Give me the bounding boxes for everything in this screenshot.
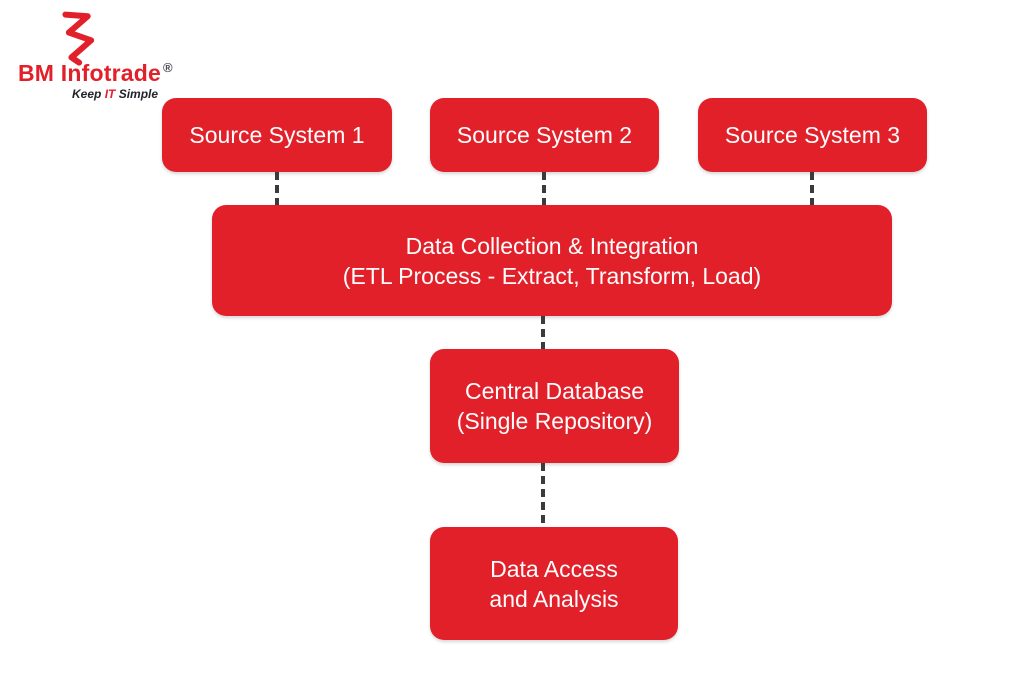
node-source-system-3: Source System 3 bbox=[698, 98, 927, 172]
tagline-keep: Keep bbox=[72, 87, 105, 101]
brand-text: BM Infotrade bbox=[18, 60, 161, 86]
tagline-it: IT bbox=[104, 87, 116, 101]
node-data-access: Data Access and Analysis bbox=[430, 527, 678, 640]
connector-central-db-access bbox=[541, 463, 545, 527]
node-central-database: Central Database (Single Repository) bbox=[430, 349, 679, 463]
tagline-simple: Simple bbox=[115, 87, 159, 101]
brand-tagline: Keep IT Simple bbox=[72, 87, 158, 101]
node-label: Source System 1 bbox=[189, 122, 365, 148]
registered-mark-icon: ® bbox=[162, 60, 173, 75]
connector-etl-central-db bbox=[541, 316, 545, 349]
bm-infotrade-logo-icon bbox=[62, 11, 95, 66]
node-label-line2: (Single Repository) bbox=[456, 408, 653, 434]
node-label-line1: Central Database bbox=[465, 378, 644, 404]
node-label: Source System 3 bbox=[724, 122, 901, 148]
node-label-line2: and Analysis bbox=[489, 585, 619, 612]
connector-source1-etl bbox=[275, 172, 279, 205]
node-label-line1: Data Access bbox=[490, 555, 618, 582]
brand-name: BM Infotrade® bbox=[18, 60, 173, 87]
connector-source2-etl bbox=[542, 172, 546, 205]
node-label: Source System 2 bbox=[456, 122, 633, 148]
connector-source3-etl bbox=[810, 172, 814, 205]
node-label-line1: Data Collection & Integration bbox=[405, 232, 699, 259]
node-label-line2: (ETL Process - Extract, Transform, Load) bbox=[342, 262, 762, 289]
node-source-system-1: Source System 1 bbox=[162, 98, 392, 172]
node-source-system-2: Source System 2 bbox=[430, 98, 659, 172]
node-etl-process: Data Collection & Integration (ETL Proce… bbox=[212, 205, 892, 316]
